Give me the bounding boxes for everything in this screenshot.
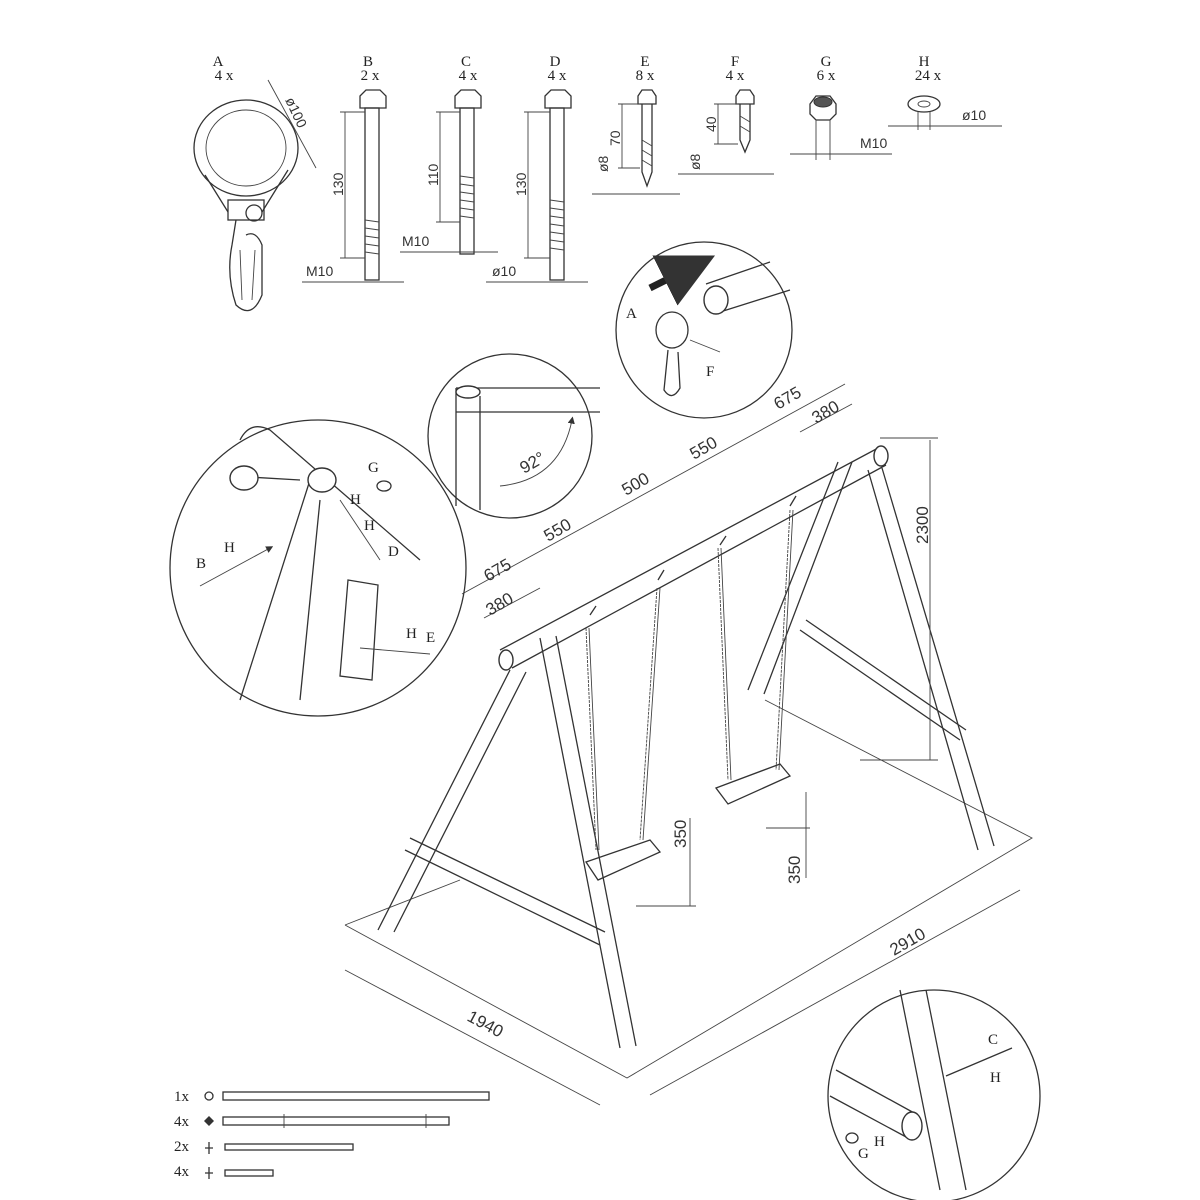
detail-bottom-label-h1: H [990,1070,1001,1086]
part-c-length: 110 [425,163,441,186]
dim-width: 2910 [887,924,929,959]
part-e-letter: E [640,54,649,70]
part-b-thread: M10 [306,263,333,279]
part-d-qty: 4 x [548,68,567,84]
part-g-qty: 6 x [817,68,836,84]
part-g: G 6 x M10 [790,54,892,160]
beam-list: 1x 4x 2x 4x [174,1089,490,1180]
part-b-letter: B [363,54,373,70]
part-h: H 24 x ø10 [888,54,1002,130]
detail-bottom-label-c: C [988,1032,998,1048]
part-f-length: 40 [703,116,719,132]
bolt-icon [454,89,482,255]
detail-angle: 92° [427,353,600,519]
detail-top-connection: G H H D B H H E [169,419,467,717]
part-f: F 4 x 40 ø8 [678,54,774,175]
swing-frame [344,445,1033,1079]
part-b: B 2 x 130 M10 [302,54,404,283]
part-b-length: 130 [330,172,346,196]
part-e: E 8 x 70 ø8 [592,54,680,195]
detail-beam-label-f: F [706,364,714,380]
dim-seat-left: 350 [671,820,690,848]
detail-bottom-connection: C H H G [827,989,1041,1200]
detail-top-label-h1: H [350,492,361,508]
part-f-qty: 4 x [726,68,745,84]
screw-icon [637,89,657,188]
part-e-qty: 8 x [636,68,655,84]
beam-list-qty-2: 4x [174,1114,190,1130]
part-d-letter: D [550,54,561,70]
beam-list-qty-3: 2x [174,1139,190,1155]
part-f-letter: F [731,54,739,70]
part-c-thread: M10 [402,233,429,249]
ground-outline [344,699,1033,1079]
seat-left [584,839,662,881]
part-d-thread: ø10 [492,263,516,279]
part-f-thread: ø8 [687,153,703,170]
dim-height: 2300 [913,506,932,544]
part-d-length: 130 [513,172,529,196]
part-b-qty: 2 x [361,68,380,84]
detail-top-label-h4: H [406,626,417,642]
long-bolt-icon [544,89,572,281]
part-a-diameter: ø100 [282,95,310,131]
detail-top-label-g: G [368,460,379,476]
dim-top-left-inner: 380 [483,589,517,620]
beam-list-qty-1: 1x [174,1089,190,1105]
part-e-length: 70 [607,130,623,146]
leg-beam-icon [204,1114,450,1128]
detail-beam-label-a: A [626,306,637,322]
part-a: A 4 x ø100 [193,54,317,312]
part-d: D 4 x 130 ø10 [486,54,588,283]
part-h-letter: H [919,54,930,70]
part-g-thread: M10 [860,135,887,151]
part-a-qty: 4 x [215,68,234,84]
short-screw-icon [735,89,755,154]
brace-beam-icon [205,1142,354,1154]
detail-top-label-h3: H [224,540,235,556]
detail-top-label-b: B [196,556,206,572]
short-brace-icon [205,1167,274,1179]
dim-seg2: 500 [619,469,653,500]
dim-seat-right: 350 [785,856,804,884]
part-g-letter: G [821,54,832,70]
detail-bottom-label-h2: H [874,1134,885,1150]
dim-seg1: 550 [541,515,575,546]
detail-beam-clamp: A F [615,241,793,419]
detail-top-label-h2: H [364,518,375,534]
dimension-lines: 675 380 550 500 550 675 380 2300 350 350… [344,383,1021,1106]
part-a-letter: A [213,54,224,70]
swing-clamp-hook-icon [193,99,299,312]
long-bolt-icon [359,89,387,281]
detail-angle-value: 92° [517,448,549,477]
part-c-letter: C [461,54,471,70]
part-h-thread: ø10 [962,107,986,123]
part-h-qty: 24 x [915,68,942,84]
top-beam [499,446,887,669]
part-e-thread: ø8 [595,155,611,172]
dim-seg3: 550 [687,433,721,464]
lock-nut-icon [809,95,837,121]
detail-top-label-e: E [426,630,435,646]
washer-icon [907,95,941,113]
seat-right [714,763,792,805]
part-c-qty: 4 x [459,68,478,84]
detail-top-label-d: D [388,544,399,560]
detail-bottom-label-g: G [858,1146,869,1162]
part-c: C 4 x 110 M10 [400,54,498,255]
beam-list-qty-4: 4x [174,1164,190,1180]
long-beam-icon [204,1091,490,1101]
